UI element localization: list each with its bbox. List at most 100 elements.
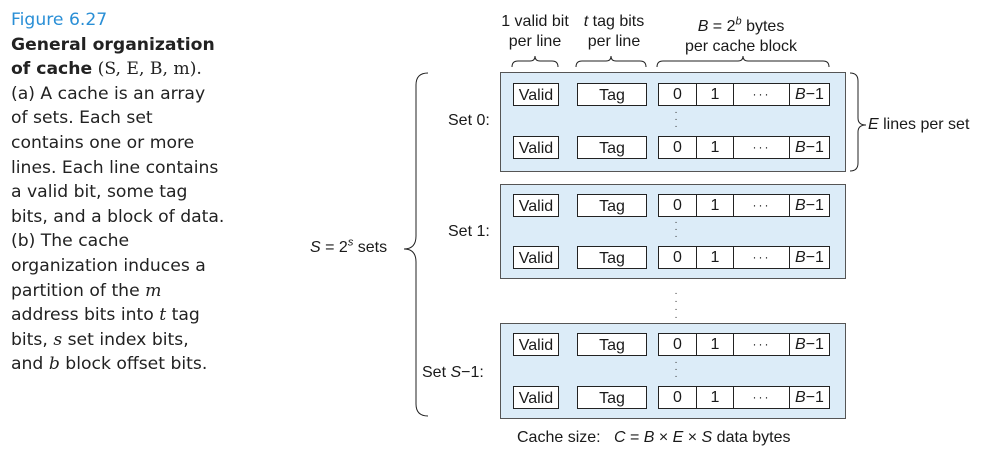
valid-cell: Valid	[513, 83, 559, 106]
lines-var: E	[868, 116, 879, 133]
caption-body-2: address bits into	[11, 305, 160, 326]
byte-1: 1	[697, 387, 734, 408]
byte-dots: ···	[734, 84, 790, 105]
tag-cell: Tag	[577, 194, 647, 217]
caption-var-m: m	[145, 280, 162, 301]
tag-bits-header: t tag bits per line	[574, 12, 654, 52]
byte-last-suffix: −1	[805, 336, 824, 353]
byte-last-var: B	[795, 389, 806, 406]
sets-var: S	[310, 239, 321, 256]
tag-cell: Tag	[577, 246, 647, 269]
set-0-box: Valid Tag 0 1 ··· B−1 ··· Valid Tag 0 1 …	[500, 72, 846, 172]
lines-brace	[849, 72, 867, 172]
sets-vdots: ····	[674, 288, 678, 323]
caption-body-3: tag bits,	[11, 305, 200, 350]
line-vdots: ···	[674, 107, 678, 132]
set-last-label: Set S−1:	[422, 364, 484, 382]
byte-last-var: B	[795, 139, 806, 156]
set-last-prefix: Set	[422, 364, 451, 381]
caption-var-t: t	[159, 305, 167, 326]
valid-header-bracket	[511, 55, 559, 68]
tag-header-line1: tag bits	[588, 13, 645, 30]
byte-dots: ···	[734, 137, 790, 158]
caption-body-5: block offset bits.	[59, 354, 208, 375]
byte-last: B−1	[790, 195, 829, 216]
set-last-var: S	[450, 364, 462, 381]
block-eq: = 2	[708, 18, 736, 35]
block-unit: bytes	[741, 18, 785, 35]
footer-times-2: ×	[683, 429, 702, 446]
data-block: 0 1 ··· B−1	[658, 386, 830, 409]
byte-last-suffix: −1	[805, 139, 824, 156]
sets-eq: = 2	[320, 239, 348, 256]
byte-last: B−1	[790, 334, 829, 355]
byte-last-suffix: −1	[805, 197, 824, 214]
tag-cell: Tag	[577, 333, 647, 356]
tag-header-bracket	[575, 55, 647, 68]
byte-dots: ···	[734, 195, 790, 216]
footer-var-B: B	[643, 429, 655, 446]
byte-0: 0	[659, 84, 697, 105]
footer-var-E: E	[672, 429, 684, 446]
block-exp: b	[735, 15, 742, 28]
set-0-label: Set 0:	[448, 112, 490, 129]
byte-1: 1	[697, 137, 734, 158]
sets-count-label: S = 2s sets	[310, 237, 388, 257]
set-1-label: Set 1:	[448, 223, 490, 240]
byte-1: 1	[697, 334, 734, 355]
valid-bit-header-line1: 1 valid bit	[501, 13, 569, 30]
valid-cell: Valid	[513, 333, 559, 356]
footer-eq: =	[625, 429, 644, 446]
valid-cell: Valid	[513, 136, 559, 159]
data-block: 0 1 ··· B−1	[658, 83, 830, 106]
byte-1: 1	[697, 247, 734, 268]
tag-var: t	[583, 13, 589, 30]
byte-dots: ···	[734, 387, 790, 408]
byte-last-var: B	[795, 197, 806, 214]
figure-title-params: (S, E, B, m).	[97, 59, 202, 80]
set-last-box: Valid Tag 0 1 ··· B−1 ··· Valid Tag 0 1 …	[500, 323, 846, 419]
block-header-line2: per cache block	[684, 38, 798, 55]
footer-suffix: data bytes	[712, 429, 791, 446]
valid-bit-header-line2: per line	[508, 33, 562, 50]
lines-per-set-label: E lines per set	[868, 116, 969, 134]
byte-0: 0	[659, 247, 697, 268]
data-block: 0 1 ··· B−1	[658, 136, 830, 159]
caption-var-s: s	[53, 329, 63, 350]
caption-var-b: b	[48, 354, 60, 375]
set-last-suffix: −1:	[461, 364, 484, 381]
byte-0: 0	[659, 387, 697, 408]
byte-0: 0	[659, 137, 697, 158]
caption-body-1: (a) A cache is an array of sets. Each se…	[11, 83, 225, 301]
byte-last-var: B	[795, 336, 806, 353]
block-header-bracket	[656, 55, 830, 68]
sets-brace	[403, 72, 429, 417]
byte-last-suffix: −1	[805, 86, 824, 103]
footer-prefix: Cache size:	[517, 429, 614, 446]
byte-0: 0	[659, 334, 697, 355]
set-1-box: Valid Tag 0 1 ··· B−1 ··· Valid Tag 0 1 …	[500, 184, 846, 279]
figure-number: Figure 6.27	[11, 10, 108, 30]
byte-dots: ···	[734, 247, 790, 268]
line-vdots: ···	[674, 357, 678, 382]
byte-last-var: B	[795, 86, 806, 103]
tag-cell: Tag	[577, 83, 647, 106]
byte-last: B−1	[790, 387, 829, 408]
byte-last: B−1	[790, 84, 829, 105]
valid-cell: Valid	[513, 194, 559, 217]
byte-1: 1	[697, 195, 734, 216]
byte-1: 1	[697, 84, 734, 105]
tag-cell: Tag	[577, 386, 647, 409]
lines-text: lines per set	[878, 116, 970, 133]
tag-cell: Tag	[577, 136, 647, 159]
byte-last-var: B	[795, 249, 806, 266]
block-header: B = 2b bytes per cache block	[668, 15, 814, 57]
data-block: 0 1 ··· B−1	[658, 333, 830, 356]
footer-var-S: S	[701, 429, 713, 446]
valid-cell: Valid	[513, 246, 559, 269]
sets-unit: sets	[353, 239, 388, 256]
cache-size-formula: Cache size: C = B × E × S data bytes	[517, 429, 791, 447]
byte-0: 0	[659, 195, 697, 216]
footer-var-C: C	[613, 429, 626, 446]
